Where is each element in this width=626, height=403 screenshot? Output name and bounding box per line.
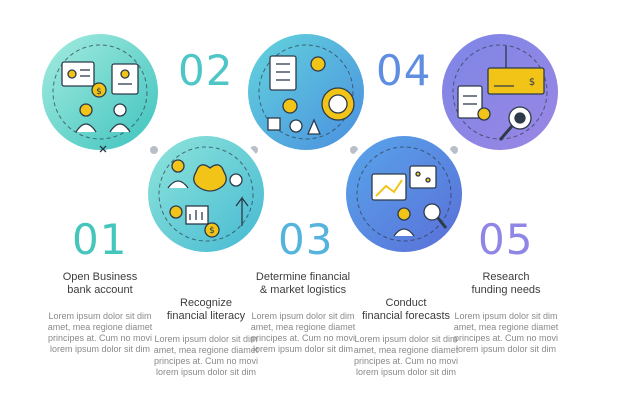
step-2-body-line-1: Lorem ipsum dolor sit dim — [154, 334, 258, 344]
step-5-body-line-3: principes at. Cum no movi — [453, 333, 559, 343]
step-5-circle: $ — [436, 28, 564, 156]
step-2-body-line-3: principes at. Cum no movi — [153, 356, 259, 366]
bank-account-people-icon — [61, 61, 139, 153]
step-4-body: Lorem ipsum dolor sit dim amet, mea regi… — [341, 334, 471, 378]
literacy-dollar-sign: $ — [209, 226, 215, 236]
market-logistics-strategy-icon — [267, 55, 355, 135]
forecast-analysis-icon — [371, 165, 448, 237]
step-1-circle: $ — [36, 28, 164, 156]
step-4-body-line-4: lorem ipsum dolor sit dim — [355, 367, 457, 377]
step-4-body-line-3: principes at. Cum no movi — [353, 356, 459, 366]
step-number-5: 05 — [478, 215, 534, 264]
step-3-title-line-2: & market logistics — [259, 284, 347, 296]
step-1-title-line-1: Open Business — [62, 271, 138, 283]
step-2-body: Lorem ipsum dolor sit dim amet, mea regi… — [141, 334, 271, 378]
step-4-body-line-2: amet, mea regione diamet — [353, 345, 459, 355]
step-2-circle: $ — [142, 130, 270, 258]
step-1-title-line-2: bank account — [67, 284, 133, 296]
step-3-circle — [242, 28, 370, 156]
step-number-2: 02 — [178, 46, 234, 95]
financial-literacy-brain-icon — [167, 159, 249, 238]
step-3-body-line-2: amet, mea regione diamet — [250, 322, 356, 332]
funding-research-cheque-icon — [457, 46, 545, 141]
cheque-dollar-sign: $ — [529, 77, 535, 88]
step-3-body-line-3: principes at. Cum no movi — [250, 333, 356, 343]
step-2-title-line-2: financial literacy — [166, 310, 246, 322]
step-1-body-line-2: amet, mea regione diamet — [47, 322, 153, 332]
step-5-body-line-4: lorem ipsum dolor sit dim — [455, 344, 557, 354]
step-2-body-line-2: amet, mea regione diamet — [153, 345, 259, 355]
step-5-title-line-2: funding needs — [471, 284, 541, 296]
step-5-title: Research funding needs — [436, 271, 576, 297]
step-4-title: Conduct financial forecasts — [336, 297, 476, 323]
step-1-body-line-4: lorem ipsum dolor sit dim — [49, 344, 151, 354]
step-2-title: Recognize financial literacy — [136, 297, 276, 323]
step-5-body-line-1: Lorem ipsum dolor sit dim — [454, 311, 558, 321]
connector-dot-1 — [150, 146, 158, 154]
step-4-title-line-2: financial forecasts — [361, 310, 451, 322]
step-3-title-line-1: Determine financial — [255, 271, 351, 283]
step-1-body: Lorem ipsum dolor sit dim amet, mea regi… — [35, 311, 165, 355]
step-number-4: 04 — [376, 46, 432, 95]
step-1-body-line-3: principes at. Cum no movi — [47, 333, 153, 343]
step-4-body-line-1: Lorem ipsum dolor sit dim — [354, 334, 458, 344]
step-1-body-line-1: Lorem ipsum dolor sit dim — [48, 311, 152, 321]
dollar-sign: $ — [96, 87, 102, 97]
step-2-title-line-1: Recognize — [180, 297, 232, 309]
step-3-title: Determine financial & market logistics — [233, 271, 373, 297]
step-4-title-line-1: Conduct — [385, 297, 427, 309]
step-3-body: Lorem ipsum dolor sit dim amet, mea regi… — [238, 311, 368, 355]
step-5-body: Lorem ipsum dolor sit dim amet, mea regi… — [441, 311, 571, 355]
step-number-1: 01 — [72, 215, 128, 264]
step-number-3: 03 — [278, 215, 334, 264]
step-2-body-line-4: lorem ipsum dolor sit dim — [155, 367, 257, 377]
step-5-title-line-1: Research — [482, 271, 530, 283]
step-3-body-line-4: lorem ipsum dolor sit dim — [252, 344, 354, 354]
step-5-body-line-2: amet, mea regione diamet — [453, 322, 559, 332]
step-1-title: Open Business bank account — [30, 271, 170, 297]
step-4-circle — [340, 130, 468, 258]
step-3-body-line-1: Lorem ipsum dolor sit dim — [251, 311, 355, 321]
